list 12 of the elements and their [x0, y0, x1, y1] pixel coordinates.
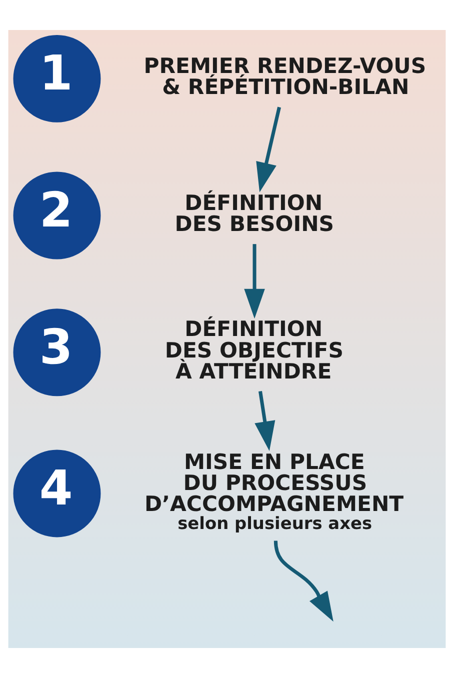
node-circle: 4: [13, 449, 101, 537]
node-circle: 3: [13, 308, 101, 396]
arrow: [254, 390, 276, 451]
arrow: [256, 106, 281, 192]
node-circle: 1: [13, 34, 101, 122]
node-text: DÉFINITION DES OBJECTIFS À ATTEINDRE: [164, 316, 344, 384]
arrow: [274, 540, 334, 622]
node-text: PREMIER RENDEZ-VOUS & RÉPÉTITION-BILAN: [144, 52, 426, 99]
node-circle: 2: [13, 171, 101, 259]
node-text: DÉFINITION DES BESOINS: [174, 189, 334, 236]
node-text: MISE EN PLACE DU PROCESSUS D’ACCOMPAGNEMENT selon plusieurs axes: [144, 448, 404, 532]
arrow: [244, 244, 265, 318]
